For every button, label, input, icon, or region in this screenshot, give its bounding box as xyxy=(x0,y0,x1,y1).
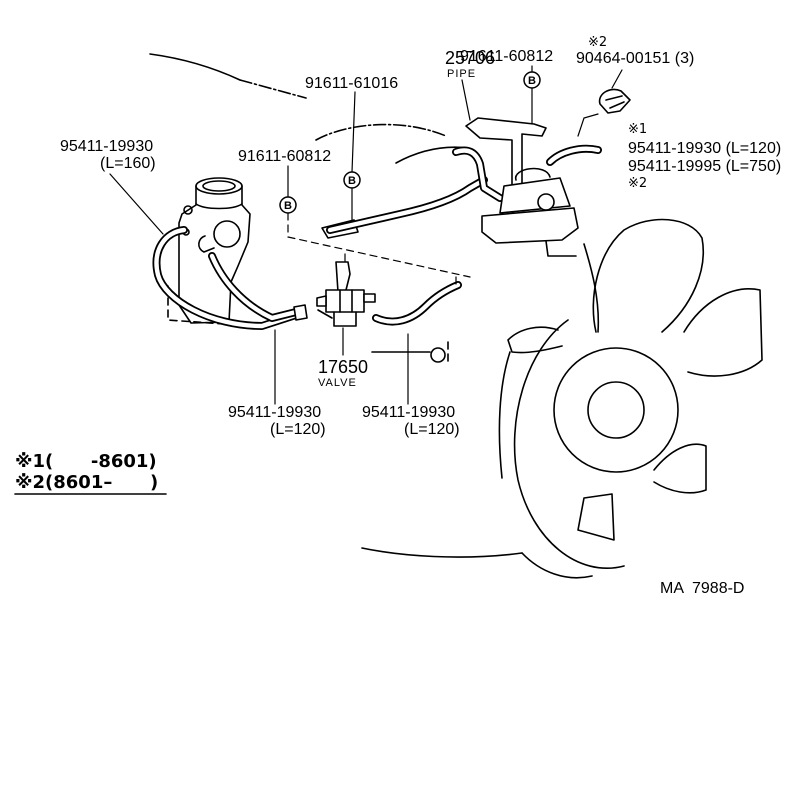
outlet-dome xyxy=(515,167,551,181)
leader-lines xyxy=(109,65,623,405)
clamp-note: ※2 xyxy=(588,35,607,50)
leader-pipe xyxy=(461,79,471,121)
clip-marker: B xyxy=(279,196,297,214)
fan-blade-left xyxy=(507,326,563,354)
fan-pulley-outline xyxy=(513,319,625,569)
part-labels: 91611-60812 ※2 90464-00151 (3) 25706 PIP… xyxy=(60,35,781,438)
clamp-ribs xyxy=(605,95,625,109)
right-hose-note-2: ※2 xyxy=(628,176,647,191)
middle-clip-part-number: 91611-61016 xyxy=(305,75,398,92)
outlet-port xyxy=(537,193,555,211)
lower-left-hose-length: (L=120) xyxy=(270,421,326,438)
mount-bolt-head xyxy=(430,347,446,363)
clamp-part-number: 90464-00151 (3) xyxy=(576,50,694,67)
valve-mount-tab xyxy=(317,309,333,319)
hose-clamp xyxy=(598,88,631,114)
vsv-valve xyxy=(316,261,376,327)
fan-hub-center xyxy=(587,381,645,439)
pipe-name: PIPE xyxy=(447,68,476,80)
valve-body xyxy=(325,289,365,313)
throttle-bore-inner xyxy=(202,180,236,192)
hose-l160 xyxy=(152,226,300,330)
leader-clamp xyxy=(611,69,623,89)
air-intake-hidden-edge xyxy=(315,123,447,141)
leader-left-clip-hidden xyxy=(287,212,471,278)
valve-left-nipple xyxy=(316,295,327,307)
lower-left-hose-part-number: 95411-19930 xyxy=(228,404,321,421)
water-outlet xyxy=(481,167,579,257)
right-hose-part-number-1: 95411-19930 (L=120) xyxy=(628,140,781,157)
leader-valve-hidden xyxy=(344,253,457,286)
clip-marker-letter: B xyxy=(348,175,356,187)
legend-line-2: ※2(8601– ) xyxy=(15,472,158,493)
throttle-bore-base xyxy=(195,203,243,210)
engine-bottom-edge xyxy=(361,547,523,558)
clip-marker-letter: B xyxy=(528,75,536,87)
clip-marker: B xyxy=(523,71,541,89)
engine-top-edge xyxy=(149,53,241,81)
engine-top-hidden-edge xyxy=(239,79,307,99)
engine-front-edge xyxy=(521,552,593,579)
hose-upper-right xyxy=(546,144,602,166)
outlet-neck xyxy=(545,240,577,257)
hose-lower-right-bore xyxy=(373,282,461,324)
mount-bolt xyxy=(371,341,449,365)
lower-right-hose-part-number: 95411-19930 xyxy=(362,404,455,421)
clip-marker: B xyxy=(343,171,361,189)
valve-body-ribs xyxy=(339,289,353,313)
fan-shroud-edge xyxy=(583,243,600,333)
fan-blade-lower-right xyxy=(653,443,707,494)
outlet-flange xyxy=(481,207,579,244)
pipe-bracket-top xyxy=(465,117,547,193)
drawing-code: MA 7988-D xyxy=(660,580,744,597)
valve-right-nipple xyxy=(363,293,376,303)
valve-part-number: 17650 xyxy=(318,357,368,377)
left-hose-part-number: 95411-19930 xyxy=(60,138,153,155)
hose-l160-bore xyxy=(154,227,299,329)
throttle-bore-wall xyxy=(195,185,243,205)
top-clip-part-number: 91611-60812 xyxy=(460,48,553,65)
right-hose-part-number-2: 95411-19995 (L=750) xyxy=(628,158,781,175)
fan-blade-lower xyxy=(577,493,615,541)
clip-marker-ring xyxy=(523,71,541,89)
fan-blade-right xyxy=(683,288,763,377)
fan-blade-top xyxy=(592,218,704,333)
leader-middle-clip xyxy=(351,91,356,221)
pipe-tube-bore xyxy=(327,177,487,233)
leader-hose-upper-right xyxy=(577,113,599,137)
valve-name: VALVE xyxy=(318,377,357,389)
hose-lower-left-bore xyxy=(209,253,299,321)
pipe-assembly xyxy=(321,117,547,239)
timing-cover-edge xyxy=(498,351,511,479)
clamp-body xyxy=(598,88,631,114)
right-hose-note-1: ※1 xyxy=(628,122,647,137)
clip-marker-ring xyxy=(343,171,361,189)
hose-connector xyxy=(293,304,308,321)
throttle-body xyxy=(167,177,251,325)
left-hose-length: (L=160) xyxy=(100,155,156,172)
lower-right-hose-length: (L=120) xyxy=(404,421,460,438)
clip-marker-letter: B xyxy=(284,200,292,212)
fan-hub xyxy=(553,347,679,473)
valve-bracket xyxy=(335,261,351,293)
hose-lower-right xyxy=(372,281,462,326)
applicability-legend: ※1( -8601) ※2(8601– ) xyxy=(14,451,167,495)
clip-marker-ring xyxy=(279,196,297,214)
pipe-loop-bore xyxy=(453,148,503,201)
valve-connector xyxy=(333,311,357,327)
outlet-body xyxy=(499,177,571,214)
pipe-part-number: 25706 xyxy=(445,48,495,68)
leader-hose-l160 xyxy=(109,173,164,235)
throttle-lever xyxy=(198,235,215,253)
throttle-linkage xyxy=(213,220,241,248)
engine-outline xyxy=(149,53,593,579)
hose-upper-right-bore xyxy=(547,146,601,165)
throttle-bolt xyxy=(183,205,193,215)
legend-line-1: ※1( -8601) xyxy=(15,451,157,472)
hose-lower-left xyxy=(208,252,300,322)
left-clip-part-number: 91611-60812 xyxy=(238,148,331,165)
cooling-fan xyxy=(507,218,763,569)
